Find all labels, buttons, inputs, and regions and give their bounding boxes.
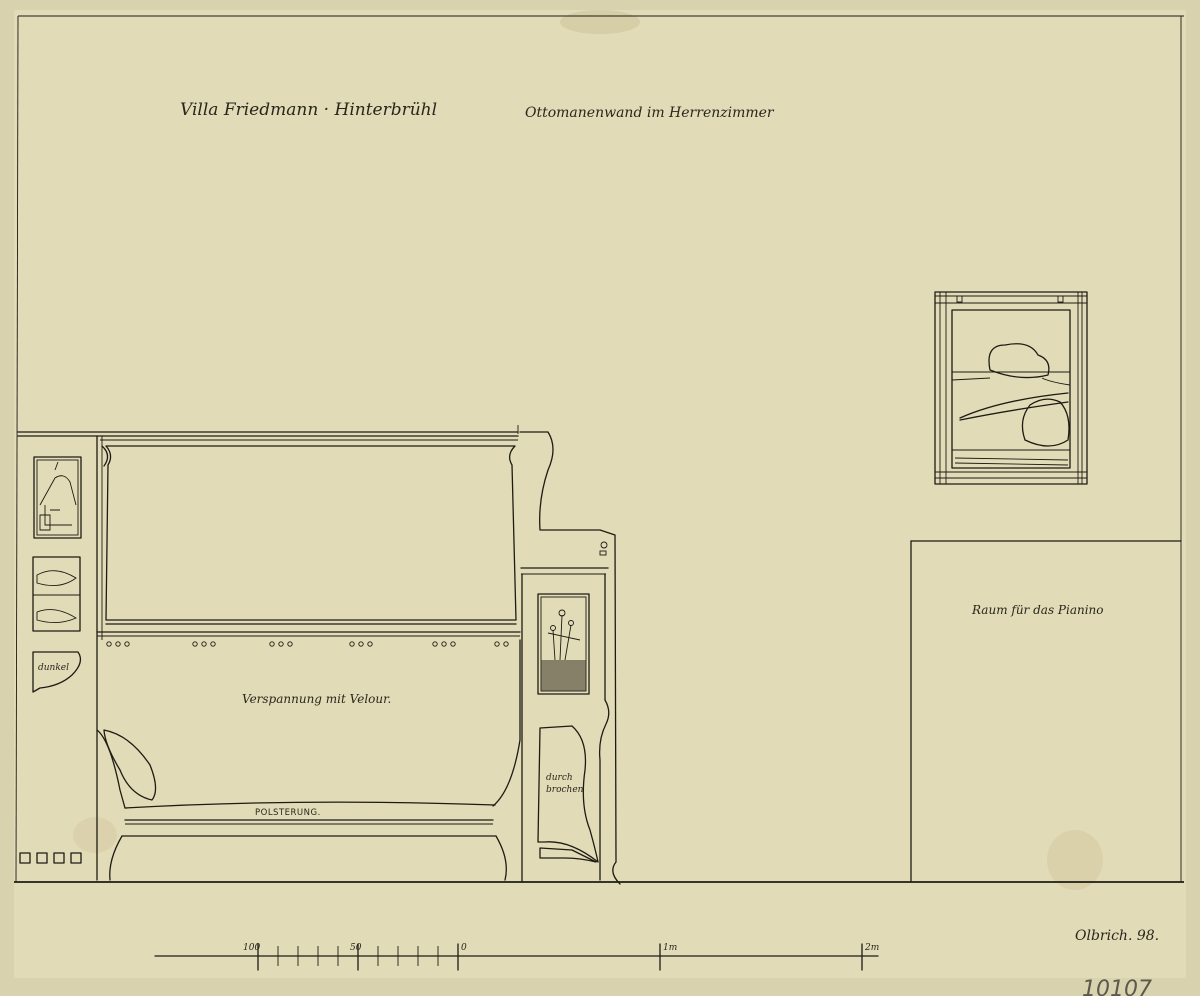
- label-pianino: Raum für das Pianino: [971, 603, 1104, 617]
- scale-label-100: 100: [243, 943, 260, 953]
- framed-landscape-picture: [934, 291, 1088, 485]
- tile-landscape: [32, 556, 81, 632]
- scale-label-1m: 1m: [663, 943, 677, 953]
- scale-label-50: 50: [350, 943, 362, 953]
- upper-panel: [96, 445, 521, 637]
- tile-flowers: [537, 593, 590, 695]
- tile-cottage: [33, 456, 82, 539]
- title-left: Villa Friedmann · Hinterbrühl: [180, 100, 437, 120]
- label-durch: durch: [546, 773, 573, 783]
- ornament-dots: [106, 641, 509, 647]
- left-border: [15, 15, 19, 883]
- square-markers: [19, 852, 82, 864]
- scale-label-2m: 2m: [864, 943, 879, 953]
- scale-bar: 100 50 0 1m 2m: [154, 943, 879, 971]
- label-polsterung: POLSTERUNG.: [255, 808, 321, 818]
- label-dunkel: dunkel: [38, 663, 69, 673]
- label-verspannung: Verspannung mit Velour.: [242, 692, 391, 706]
- bracket-dunkel: dunkel: [32, 651, 82, 693]
- label-brochen: brochen: [546, 785, 584, 795]
- scale-label-0: 0: [461, 943, 467, 953]
- ottoman-wall: dunkel Verspannung mit Velour.: [17, 425, 621, 885]
- inventory-number: 10107: [1082, 977, 1152, 996]
- title-right: Ottomanenwand im Herrenzimmer: [525, 105, 775, 121]
- pianino-area: Raum für das Pianino: [910, 540, 1182, 883]
- signature: Olbrich. 98.: [1075, 928, 1159, 944]
- right-pillar: durch brochen: [519, 431, 621, 885]
- ottoman-seat: POLSTERUNG.: [96, 639, 521, 881]
